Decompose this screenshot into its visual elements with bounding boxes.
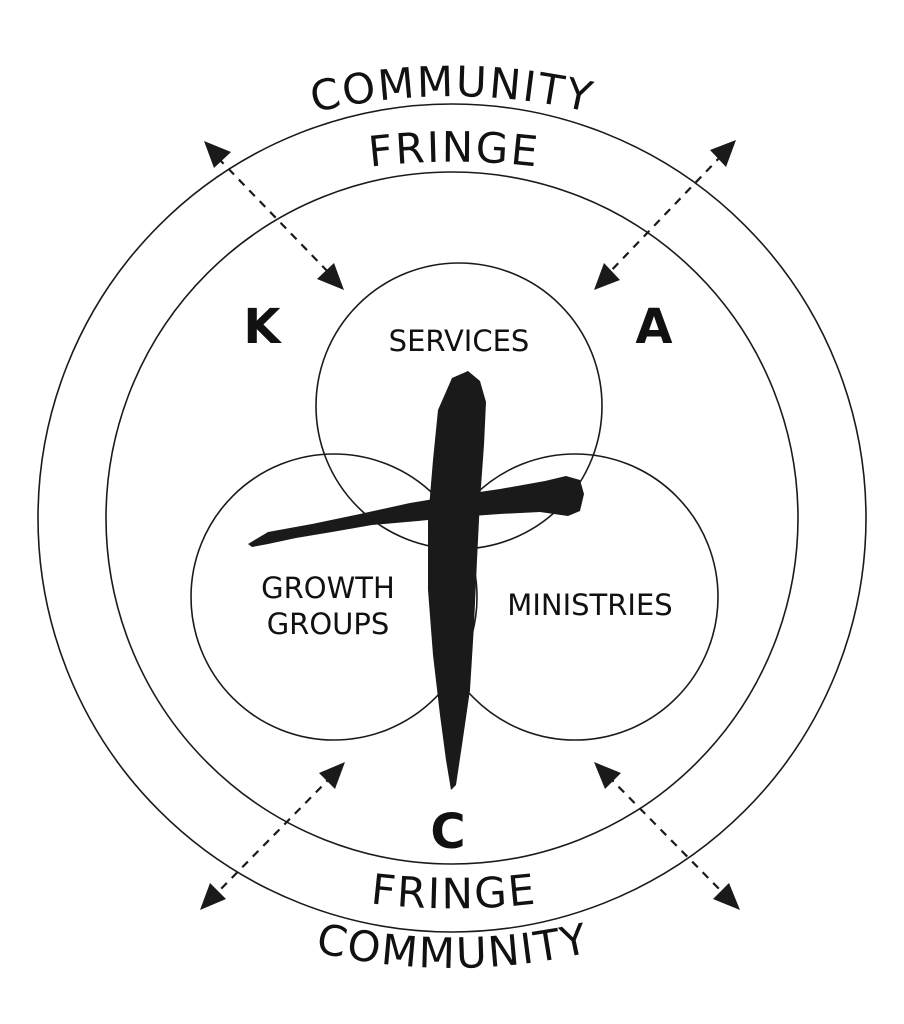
growth-groups-label-line1: GROWTH (261, 571, 395, 605)
growth-groups-circle (190, 453, 478, 741)
ministries-label: MINISTRIES (507, 588, 672, 622)
fringe-top-label: FRINGE (366, 123, 542, 177)
community-top-label: COMMUNITY (306, 57, 598, 122)
arrow-top-left (204, 141, 344, 290)
fringe-bottom-label: FRINGE (369, 865, 539, 919)
arrow-top-right (594, 140, 736, 290)
growth-groups-label-line2: GROUPS (267, 607, 390, 641)
arrow-bottom-right (594, 762, 740, 910)
cross-horizontal-beam (248, 476, 584, 547)
cross-vertical-beam (428, 371, 486, 790)
cross-icon (248, 371, 584, 790)
services-label: SERVICES (389, 324, 530, 358)
arrow-bottom-left (200, 762, 345, 910)
letter-k: K (243, 299, 282, 355)
fringe-ring (105, 171, 799, 865)
outer-ring (37, 103, 867, 933)
letter-c: C (430, 804, 465, 860)
community-bottom-label: COMMUNITY (313, 914, 594, 978)
letter-a: A (635, 299, 672, 355)
